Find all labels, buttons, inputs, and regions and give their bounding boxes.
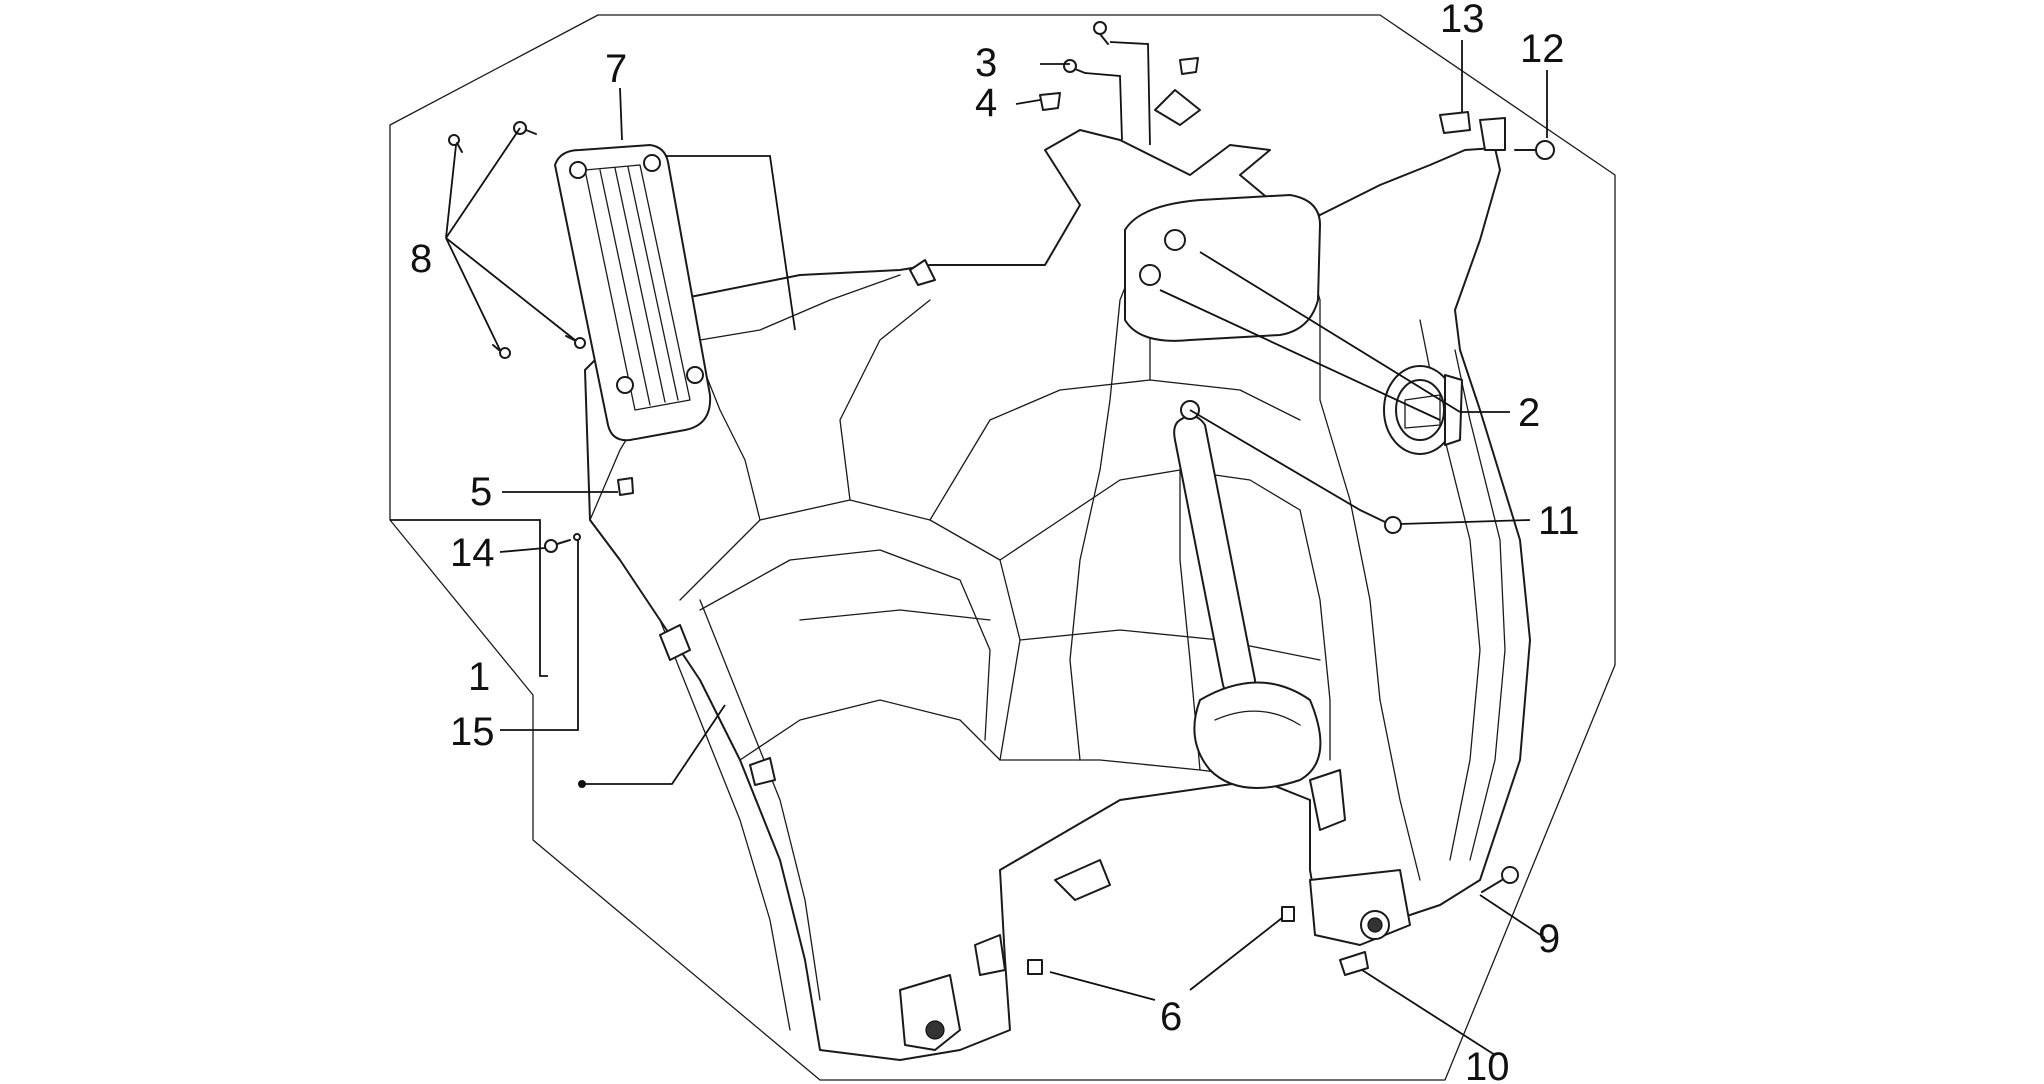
assembly-boundary bbox=[389, 14, 1616, 1081]
clip-icon bbox=[617, 477, 634, 496]
screw-icon bbox=[448, 134, 463, 153]
leg-shield-panel bbox=[584, 89, 1531, 1061]
vent-insert bbox=[554, 144, 712, 442]
screw-icon bbox=[1359, 509, 1402, 534]
callout-13: 13 bbox=[1440, 0, 1485, 41]
fasteners bbox=[448, 21, 1555, 976]
clip-icon bbox=[1179, 57, 1199, 75]
callout-1: 1 bbox=[468, 655, 490, 699]
callout-4: 4 bbox=[975, 81, 997, 125]
clip-icon bbox=[1439, 111, 1471, 134]
screw-icon bbox=[492, 344, 511, 359]
callout-9: 9 bbox=[1538, 917, 1560, 961]
callout-6: 6 bbox=[1160, 995, 1182, 1039]
nut-icon bbox=[1281, 906, 1295, 922]
screw-icon bbox=[544, 539, 571, 553]
callout-labels: 1 2 3 4 5 6 7 8 9 10 11 12 13 14 15 bbox=[410, 0, 1580, 1084]
callout-7: 7 bbox=[605, 47, 627, 91]
screw-icon bbox=[1093, 21, 1109, 45]
screw-icon bbox=[1481, 866, 1519, 893]
clip-icon bbox=[1339, 951, 1369, 976]
round-fitting bbox=[1383, 365, 1463, 455]
callout-10: 10 bbox=[1465, 1045, 1510, 1084]
washer-icon bbox=[573, 533, 581, 541]
callout-2: 2 bbox=[1518, 391, 1540, 435]
screw-icon bbox=[565, 335, 586, 349]
callout-14: 14 bbox=[450, 531, 495, 575]
clip-icon bbox=[1039, 92, 1061, 111]
callout-5: 5 bbox=[470, 470, 492, 514]
callout-3: 3 bbox=[975, 41, 997, 85]
leader-lines bbox=[390, 40, 1548, 1056]
callout-8: 8 bbox=[410, 237, 432, 281]
callout-15: 15 bbox=[450, 710, 495, 754]
nut-icon bbox=[1027, 959, 1043, 975]
screw-icon bbox=[1063, 59, 1086, 74]
callout-12: 12 bbox=[1520, 27, 1565, 71]
screw-icon bbox=[1514, 140, 1555, 160]
callout-11: 11 bbox=[1538, 499, 1580, 543]
